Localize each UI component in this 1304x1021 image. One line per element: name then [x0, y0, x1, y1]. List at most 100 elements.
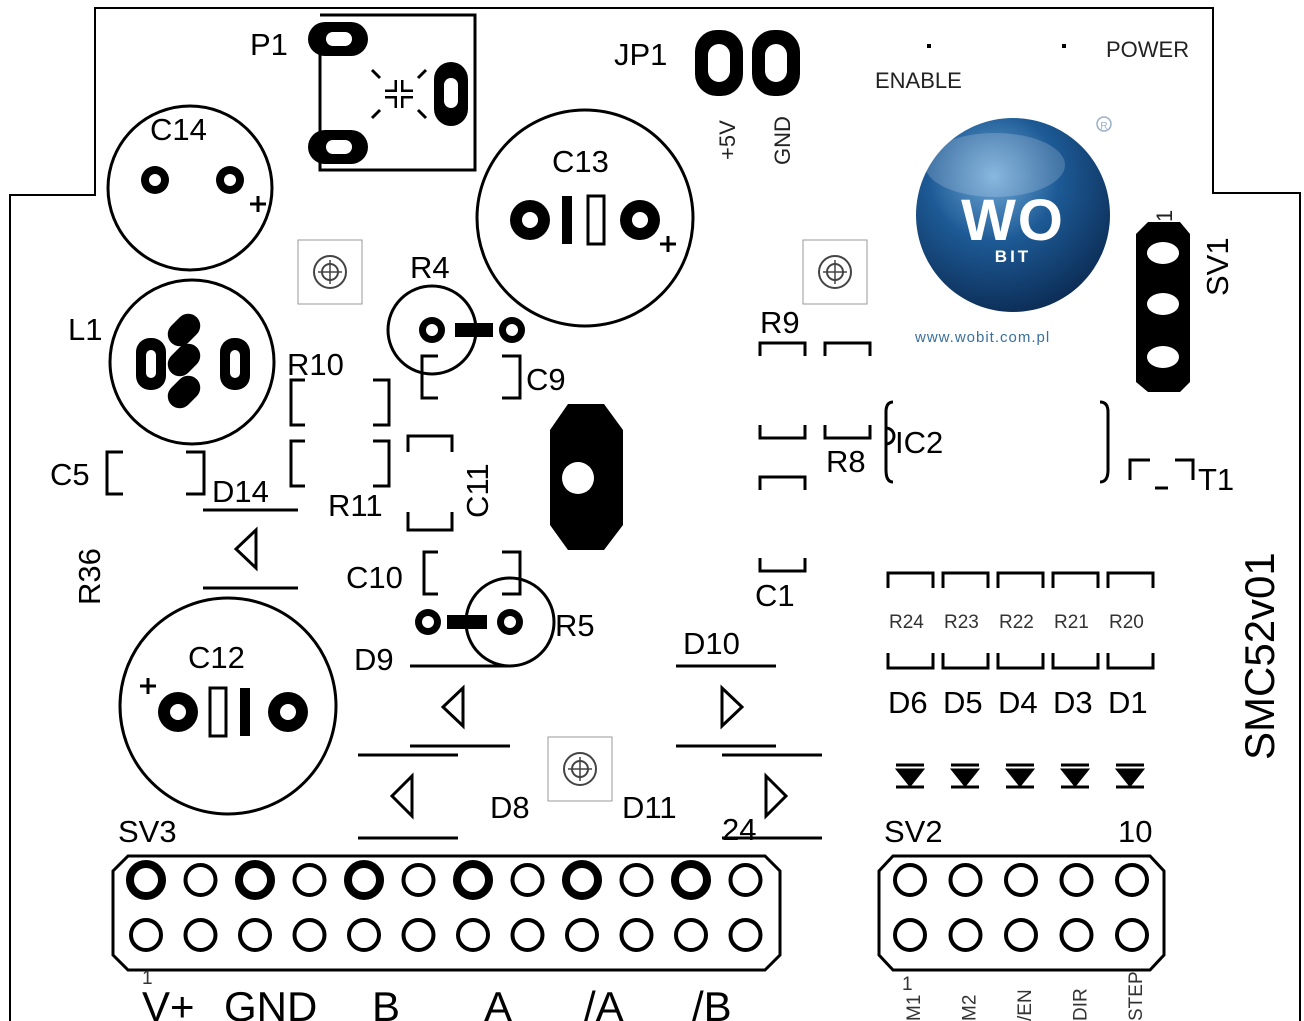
label-led: D5: [943, 685, 983, 720]
sv2-pin: [1059, 863, 1094, 897]
sv3-pin: [238, 918, 272, 952]
resistor-r10: [289, 378, 391, 427]
label-c14: C14: [150, 112, 207, 147]
led-symbol: [1004, 763, 1036, 789]
sv3-pin: [453, 860, 493, 900]
resistor-pad: [996, 571, 1045, 670]
mounting-hole-2: [802, 239, 868, 305]
svg-text:WO: WO: [961, 188, 1065, 253]
sv2-pin-label: M1: [904, 995, 925, 1021]
jumper-jp1: [695, 30, 800, 96]
label-c11: C11: [460, 463, 495, 518]
resistor-r8: [758, 425, 872, 440]
sv2-pin: [1115, 863, 1149, 897]
led-symbol: [949, 763, 981, 789]
diode-d9: [410, 664, 510, 748]
sv2-labels: M1 M2/EN DIR STEP: [904, 971, 1147, 1021]
sv3-pin-label: B: [372, 983, 400, 1021]
sv3-pin: [347, 918, 381, 952]
sv3-pin: [183, 863, 218, 897]
enable-led-dot: [927, 44, 931, 48]
label-r5: R5: [555, 608, 595, 643]
sv2-pin: [893, 863, 927, 897]
label-sv3-pin1: 1: [142, 968, 153, 989]
sv2-pin: [1004, 918, 1038, 952]
sv3-pin: [129, 918, 163, 952]
transistor-t1: [1128, 458, 1195, 490]
label-r8: R8: [826, 444, 866, 479]
label-sv2: SV2: [884, 814, 943, 849]
board-model-label: SMC52v01: [1236, 552, 1283, 760]
sv2-pin: [948, 918, 983, 952]
sv3-pin-label: /B: [692, 983, 732, 1021]
potentiometer-p1: [308, 13, 477, 172]
sv3-pin-label: /A: [584, 983, 624, 1021]
label-sv3-pin24: 24: [722, 812, 756, 847]
label-c9: C9: [526, 362, 566, 397]
sv3-pin: [401, 918, 436, 952]
sv3-pin: [126, 860, 166, 900]
label-t1: T1: [1198, 462, 1234, 497]
sv3-pin: [510, 918, 545, 952]
mounting-hole-1: [297, 239, 363, 305]
ic-ic2: [884, 400, 1110, 484]
resistor-pad: [1106, 571, 1155, 670]
label-r9: R9: [760, 305, 800, 340]
sv2-pin-label: DIR: [1071, 988, 1092, 1021]
label-ic2: IC2: [895, 425, 943, 460]
sv3-pin-label: A: [484, 983, 512, 1021]
label-sv2-pin10: 10: [1118, 814, 1152, 849]
sv3-pin: [671, 860, 711, 900]
sv3-pin: [619, 863, 654, 897]
resistor-r5: [415, 576, 556, 668]
sv3-pin: [510, 863, 545, 897]
resistor-r9: [758, 341, 872, 356]
sv2-pin-label: /EN: [1015, 989, 1036, 1021]
label-r11: R11: [328, 488, 383, 523]
sv3-pin: [235, 860, 275, 900]
sv2-pin-label: M2: [960, 995, 981, 1021]
sv3-pin: [619, 918, 654, 952]
sv3-pin: [344, 860, 384, 900]
capacitor-c11: [406, 434, 454, 532]
label-led: D4: [998, 685, 1038, 720]
label-power: POWER: [1106, 37, 1189, 62]
label-sv2-pin1: 1: [902, 974, 913, 995]
capacitor-c12: [118, 596, 338, 816]
sv3-pin: [562, 860, 602, 900]
logo-url: www.wobit.com.pl: [914, 329, 1050, 346]
label-led: D6: [888, 685, 928, 720]
label-led: D3: [1053, 685, 1093, 720]
led-symbol: [894, 763, 926, 789]
label-enable: ENABLE: [875, 68, 962, 93]
label-r36: R36: [72, 548, 107, 605]
label-p1: P1: [250, 27, 288, 62]
label-c5: C5: [50, 457, 90, 492]
power-led-dot: [1062, 44, 1066, 48]
label-d9: D9: [354, 642, 394, 677]
wobit-logo: WO BIT R: [916, 116, 1112, 312]
label-resistor: R23: [944, 612, 979, 633]
sv3-pin: [565, 918, 599, 952]
connector-sv1: [1136, 222, 1190, 392]
sv3-pin-label: V+: [142, 983, 195, 1021]
diode-d14: [203, 508, 298, 590]
label-c12: C12: [188, 640, 245, 675]
label-resistor: R22: [999, 612, 1034, 633]
diode-d10: [676, 664, 776, 748]
sv2-pin: [1059, 918, 1094, 952]
led-symbol: [1059, 763, 1091, 789]
label-l1: L1: [68, 312, 102, 347]
label-r10: R10: [287, 347, 344, 382]
sv3-pin: [292, 863, 327, 897]
sv3-pin: [456, 918, 490, 952]
sv2-pin: [1115, 918, 1149, 952]
sv2-pin-label: STEP: [1126, 971, 1147, 1021]
sv3-pin: [728, 918, 763, 952]
mounting-hole-3: [547, 736, 613, 802]
label-jp1-5v: +5V: [715, 120, 740, 160]
